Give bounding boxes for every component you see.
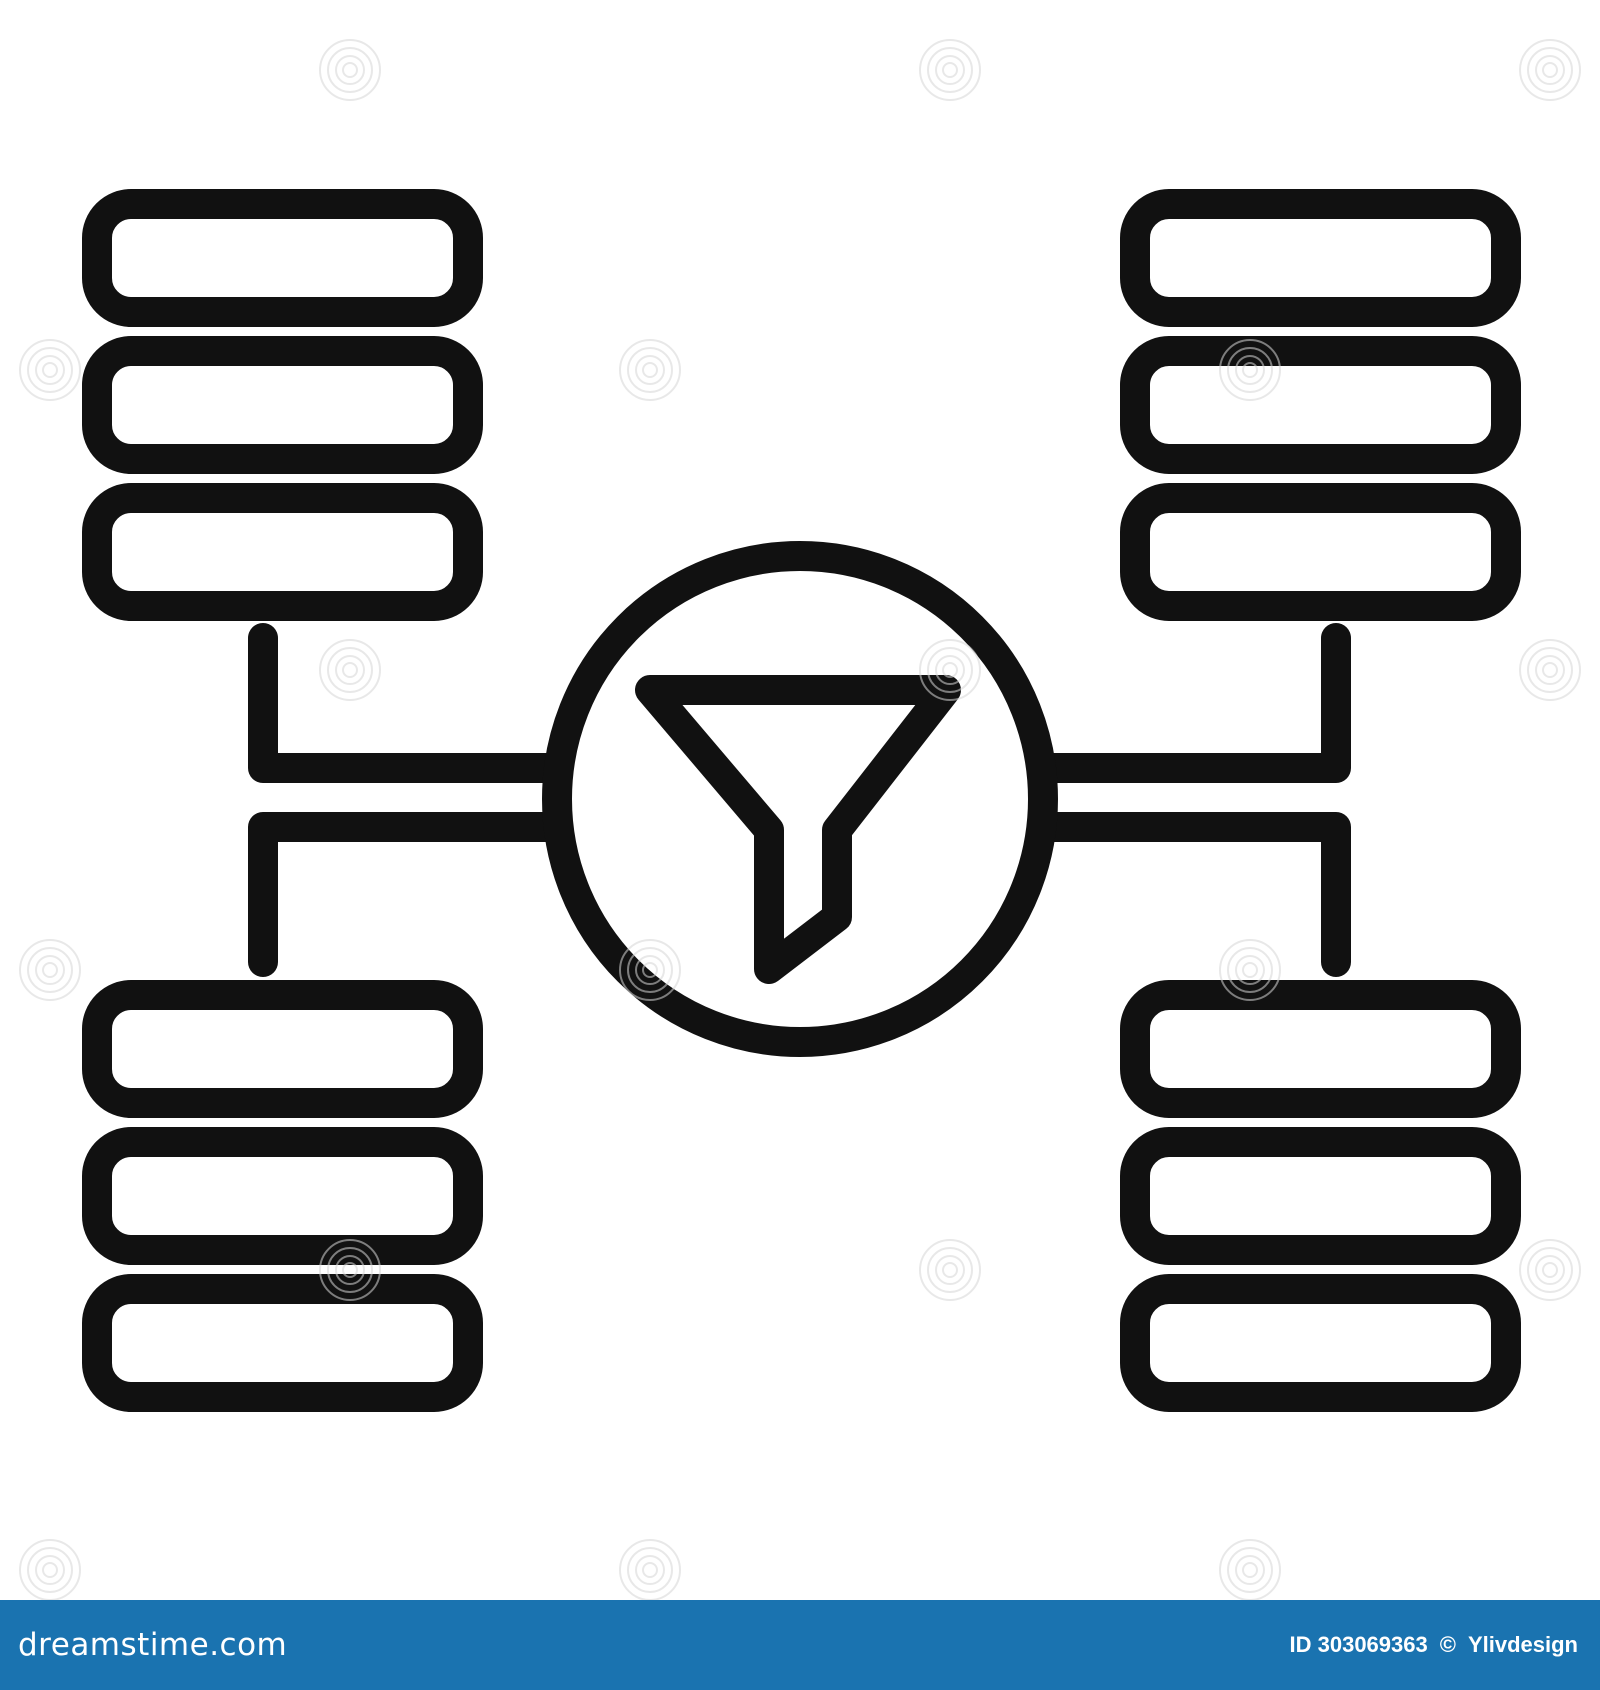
database-row <box>82 1127 483 1265</box>
database-row <box>82 1274 483 1412</box>
footer-credit: ID 303069363 © Ylivdesign <box>1290 1632 1579 1658</box>
funnel-icon <box>635 675 961 984</box>
data-filter-hub-icon <box>82 189 1521 1412</box>
database-row <box>1120 189 1521 327</box>
database-row <box>82 336 483 474</box>
database-stack-bottom-left <box>82 980 483 1412</box>
database-row <box>1120 1127 1521 1265</box>
filter-circle <box>542 541 1058 1057</box>
database-stack-top-right <box>1120 189 1521 621</box>
image-id: ID 303069363 <box>1289 1632 1428 1657</box>
connector-bottom-left <box>248 812 570 977</box>
footer-brand: dreamstime.com <box>18 1627 288 1663</box>
copyright-icon: © <box>1439 1632 1456 1657</box>
database-row <box>82 189 483 327</box>
author-name: Ylivdesign <box>1467 1632 1578 1657</box>
footer-bar: dreamstime.com ID 303069363 © Ylivdesign <box>0 1600 1600 1690</box>
connector-top-right <box>1033 623 1351 783</box>
database-row <box>1120 1274 1521 1412</box>
icon-canvas <box>19 39 1581 1600</box>
connector-bottom-right <box>1033 812 1351 977</box>
database-row <box>82 980 483 1118</box>
database-row <box>1120 483 1521 621</box>
database-stack-bottom-right <box>1120 980 1521 1412</box>
database-row <box>1120 336 1521 474</box>
database-row <box>1120 980 1521 1118</box>
connector-top-left <box>248 623 570 783</box>
connector-lines <box>248 623 1351 977</box>
database-row <box>82 483 483 621</box>
database-stack-top-left <box>82 189 483 621</box>
